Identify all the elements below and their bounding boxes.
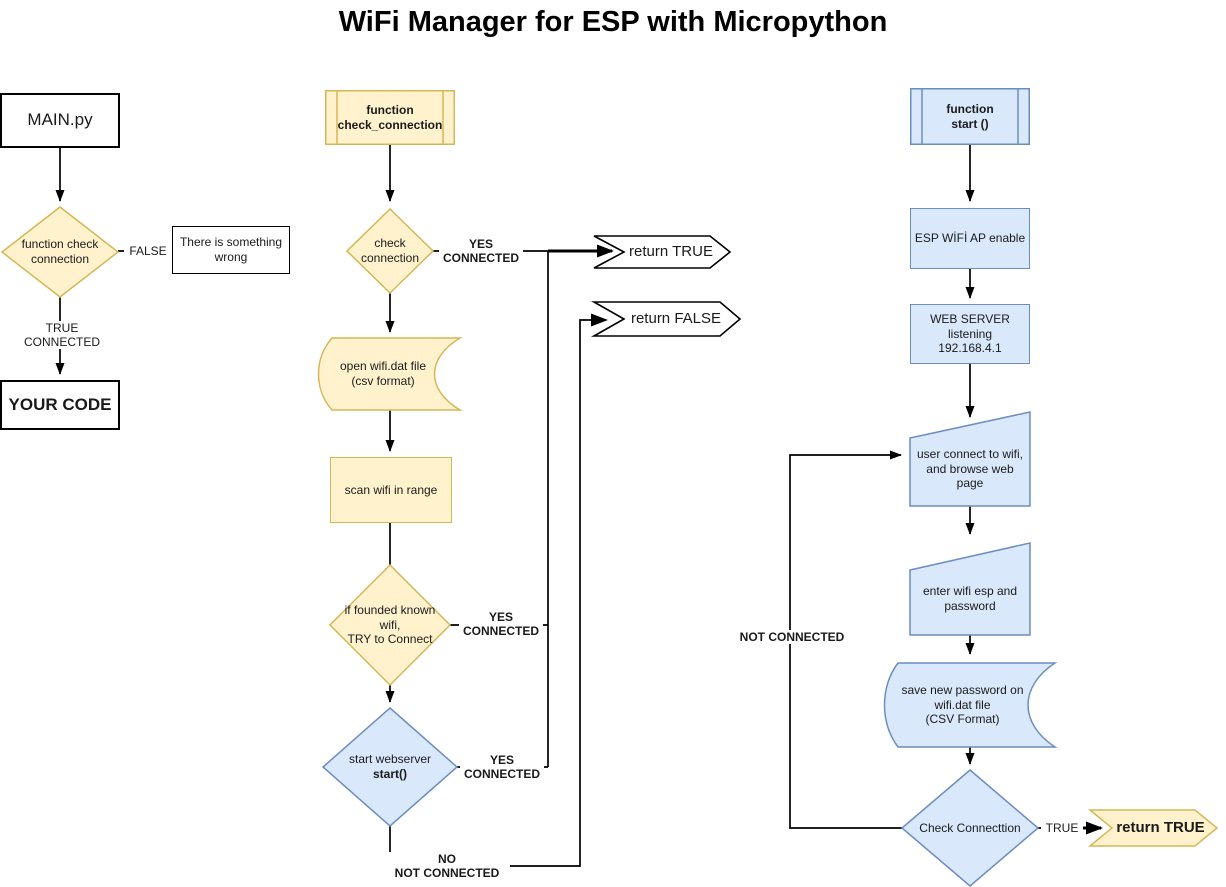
label-yes-connected-1: YES CONNECTED: [439, 237, 523, 266]
node-enter-wifi: enter wifi esp and password: [909, 542, 1031, 636]
banner-shape: [593, 235, 732, 269]
save-password-label: save new password on wifi.dat file (CSV …: [901, 683, 1024, 727]
label-no-not-connected: NO NOT CONNECTED: [384, 852, 510, 881]
diamond-shape: [900, 769, 1040, 887]
scan-wifi-label: scan wifi in range: [344, 482, 438, 497]
your-code-label: YOUR CODE: [8, 394, 112, 414]
return-false-label: return FALSE: [630, 309, 722, 327]
open-wifi-dat-label: open wifi.dat file (csv format): [339, 359, 427, 388]
node-your-code: YOUR CODE: [0, 380, 120, 430]
node-function-check-connection: function check_connection: [325, 90, 455, 145]
label-true-connected: TRUE CONNECTED: [18, 321, 106, 350]
label-true: TRUE: [1041, 821, 1083, 836]
decision-function-check-connection: function check connection: [0, 206, 120, 298]
manual-input-shape: [909, 411, 1031, 507]
node-save-password: save new password on wifi.dat file (CSV …: [883, 662, 1058, 748]
esp-wifi-ap-label: ESP WİFİ AP enable: [914, 231, 1026, 246]
something-wrong-label: There is something wrong: [179, 235, 283, 264]
diamond-shape: [321, 707, 459, 827]
node-function-start: function start (): [910, 88, 1030, 145]
predefined-process-shape: [910, 88, 1030, 145]
check-connection-label: check connection: [360, 236, 420, 265]
decision-label: function check connection: [21, 237, 99, 266]
user-connect-label: user connect to wifi, and browse web pag…: [916, 447, 1024, 491]
main-py-label: MAIN.py: [27, 110, 93, 130]
diamond-shape: [345, 207, 435, 295]
check-connecttion-label: Check Connecttion: [919, 820, 1021, 835]
node-return-true-mid: return TRUE: [593, 235, 732, 269]
label-yes-connected-2: YES CONNECTED: [459, 610, 543, 639]
function-check-connection-label: function check_connection: [337, 102, 443, 132]
label-not-connected: NOT CONNECTED: [732, 630, 852, 645]
function-start-label: function start (): [946, 101, 994, 131]
node-return-false: return FALSE: [590, 301, 742, 337]
if-founded-label: if founded known wifi, TRY to Connect: [344, 603, 436, 647]
node-scan-wifi: scan wifi in range: [330, 457, 452, 523]
diamond-shape: [0, 206, 120, 298]
manual-input-shape: [909, 542, 1031, 636]
label-yes-connected-3: YES CONNECTED: [460, 753, 544, 782]
node-web-server: WEB SERVER listening 192.168.4.1: [910, 304, 1030, 364]
banner-shape: [590, 301, 742, 337]
predefined-process-shape: [325, 90, 455, 145]
node-return-true-right: return TRUE: [1087, 809, 1219, 847]
diamond-shape: [328, 563, 452, 687]
stored-data-shape: [317, 337, 463, 411]
decision-check-connecttion: Check Connecttion: [900, 769, 1040, 887]
web-server-label: WEB SERVER listening 192.168.4.1: [930, 312, 1010, 356]
return-true-label: return TRUE: [629, 242, 713, 260]
label-false: FALSE: [124, 244, 172, 259]
page-title: WiFi Manager for ESP with Micropython: [338, 6, 888, 38]
node-main-py: MAIN.py: [0, 93, 120, 148]
stored-data-shape: [883, 662, 1058, 748]
start-webserver-line1: start webserver: [348, 752, 432, 767]
node-user-connect: user connect to wifi, and browse web pag…: [909, 411, 1031, 507]
start-webserver-line2: start(): [372, 767, 407, 781]
decision-if-founded-known-wifi: if founded known wifi, TRY to Connect: [328, 563, 452, 687]
decision-check-connection: check connection: [345, 207, 435, 295]
node-esp-wifi-ap: ESP WİFİ AP enable: [910, 208, 1030, 269]
node-open-wifi-dat: open wifi.dat file (csv format): [317, 337, 463, 411]
banner-shape: [1087, 809, 1219, 847]
return-true-right-label: return TRUE: [1116, 818, 1205, 836]
node-something-wrong: There is something wrong: [172, 226, 290, 274]
enter-wifi-label: enter wifi esp and password: [922, 584, 1018, 613]
